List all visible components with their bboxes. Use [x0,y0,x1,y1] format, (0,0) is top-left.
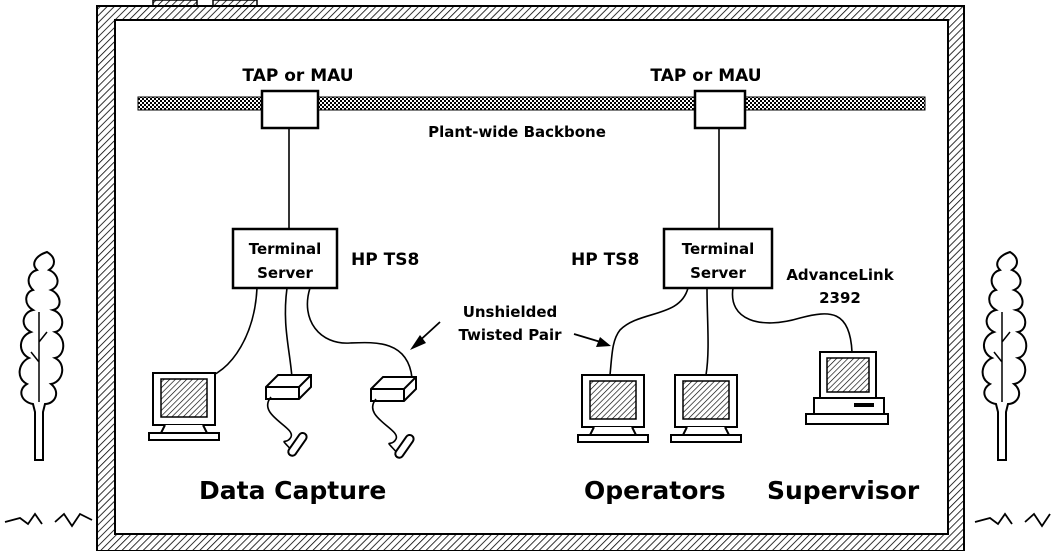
tap-box-right [695,91,745,128]
monitor-icon-operator-2 [671,375,741,442]
capture-device-icon-1 [266,375,311,457]
label-advancelink-line1: AdvanceLink [786,266,894,284]
label-utp-line1: Unshielded [463,303,558,321]
workstation-icon-supervisor [806,352,888,424]
label-utp-line2: Twisted Pair [458,326,562,344]
label-data-capture: Data Capture [199,476,386,505]
label-tap-left: TAP or MAU [242,66,353,86]
tree-icon-right [983,252,1027,460]
monitor-icon-operator-1 [578,375,648,442]
label-hp-right: HP TS8 [571,250,639,270]
capture-device-icon-2 [371,377,416,459]
label-advancelink-line2: 2392 [819,289,861,307]
cable-left-1 [200,288,257,380]
label-hp-left: HP TS8 [351,250,419,270]
label-supervisor: Supervisor [767,476,920,505]
label-operators: Operators [584,476,726,505]
label-ts-left-line1: Terminal [249,240,322,258]
grass-right [975,514,1050,526]
cable-left-2 [285,288,292,378]
label-backbone: Plant-wide Backbone [428,123,606,141]
label-ts-left-line2: Server [257,264,313,282]
monitor-icon-data-capture [149,373,219,440]
tree-icon-left [20,252,64,460]
cable-right-1 [610,288,688,375]
label-ts-right-line2: Server [690,264,746,282]
label-ts-right-line1: Terminal [682,240,755,258]
backbone-cable [138,97,925,110]
cable-left-3 [307,288,412,378]
tap-box-left [262,91,318,128]
cable-right-2 [706,288,708,375]
grass-left [5,514,92,526]
arrow-to-right-cable [574,334,611,347]
arrow-to-left-cable [410,322,440,350]
label-tap-right: TAP or MAU [650,66,761,86]
